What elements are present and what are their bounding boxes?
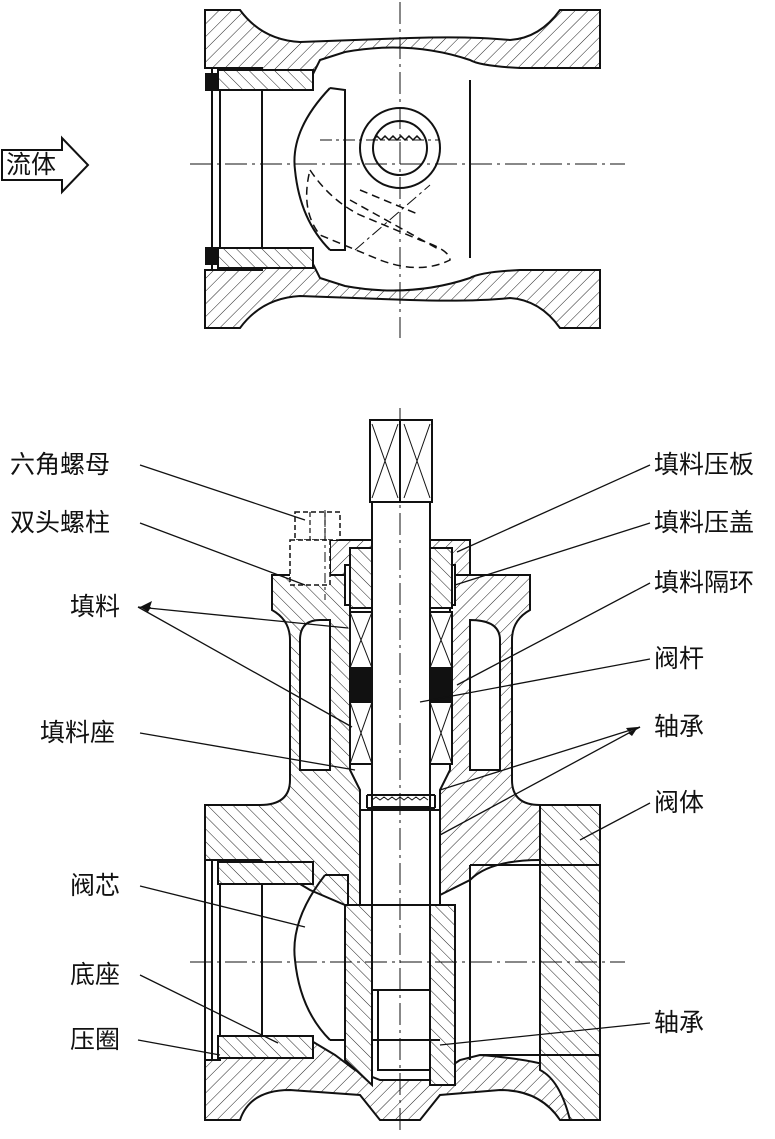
valve-stem <box>371 501 431 808</box>
label-packing-press-plate: 填料压板 <box>654 450 755 479</box>
packing-spacer <box>349 669 373 701</box>
label-bearing-lower: 轴承 <box>654 1008 705 1037</box>
label-hex-nut: 六角螺母 <box>10 450 111 479</box>
label-valve-body: 阀体 <box>654 788 705 817</box>
top-plug <box>293 87 331 251</box>
flow-label: 流体 <box>6 150 57 179</box>
label-bearing-upper: 轴承 <box>654 712 705 741</box>
label-packing: 填料 <box>70 592 121 621</box>
label-valve-stem: 阀杆 <box>654 644 705 673</box>
bottom-view <box>190 408 625 1135</box>
flow-arrow <box>1 135 90 195</box>
hex-nut <box>294 511 341 541</box>
top-view <box>190 2 625 338</box>
label-packing-spacer: 填料隔环 <box>654 568 755 597</box>
top-body-upper <box>204 9 601 82</box>
label-stud-bolt: 双头螺柱 <box>10 508 111 537</box>
leaders <box>137 464 651 1056</box>
top-seat-lower <box>217 247 314 269</box>
label-valve-core: 阀芯 <box>70 871 121 900</box>
label-press-ring: 压圈 <box>70 1025 121 1054</box>
label-packing-seat: 填料座 <box>40 718 116 747</box>
valve-body-upper <box>204 574 361 906</box>
label-base-seat: 底座 <box>70 960 121 989</box>
base-seat-upper <box>217 861 314 885</box>
leader-arrows <box>140 601 638 736</box>
label-packing-gland: 填料压盖 <box>654 508 755 537</box>
top-body-lower <box>204 256 601 329</box>
top-seat-upper <box>217 69 314 91</box>
stud-bolt <box>289 539 331 586</box>
press-ring <box>217 1035 314 1059</box>
packing-gland <box>349 547 373 609</box>
valve-core <box>293 874 331 1041</box>
